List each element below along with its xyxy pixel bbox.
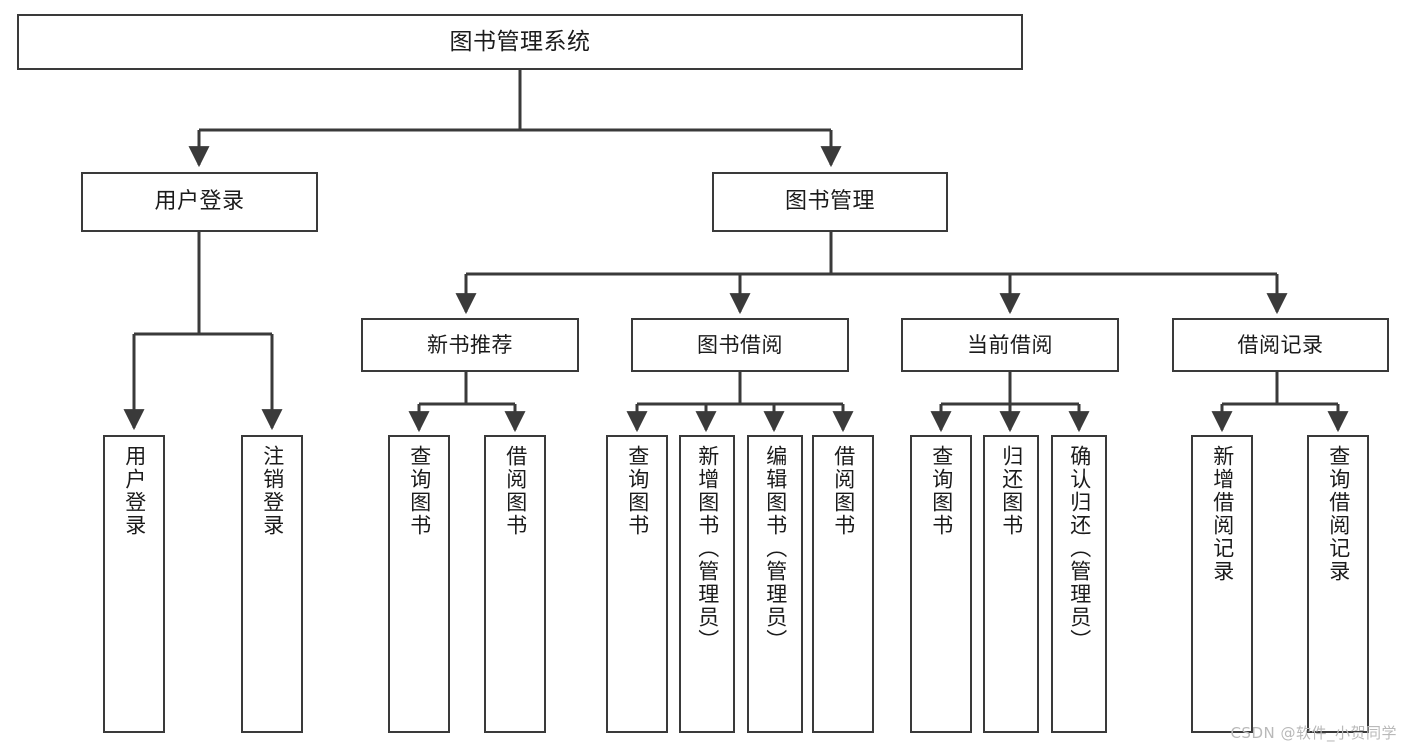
node-book-manage: 图书管理 bbox=[712, 172, 948, 232]
node-leaf-recommend-query-book: 查询图书 bbox=[388, 435, 450, 733]
node-leaf-borrow-query-book-label: 查询图书 bbox=[625, 445, 650, 537]
node-leaf-borrow-add-book-label: 新增图书（管理员） bbox=[695, 445, 720, 652]
node-leaf-user-login: 用户登录 bbox=[103, 435, 165, 733]
node-new-book-recommend-label: 新书推荐 bbox=[427, 332, 513, 357]
node-leaf-logout-label: 注销登录 bbox=[260, 445, 285, 537]
node-leaf-borrow-query-book: 查询图书 bbox=[606, 435, 668, 733]
node-leaf-borrow-add-book: 新增图书（管理员） bbox=[679, 435, 735, 733]
node-leaf-current-confirm-return-label: 确认归还（管理员） bbox=[1067, 445, 1092, 652]
node-leaf-recommend-borrow-book-label: 借阅图书 bbox=[503, 445, 528, 537]
node-user-login: 用户登录 bbox=[81, 172, 318, 232]
node-leaf-record-query: 查询借阅记录 bbox=[1307, 435, 1369, 733]
node-book-manage-label: 图书管理 bbox=[784, 189, 875, 215]
node-leaf-current-query-book-label: 查询图书 bbox=[929, 445, 954, 537]
node-current-borrow: 当前借阅 bbox=[901, 318, 1119, 372]
node-current-borrow-label: 当前借阅 bbox=[967, 332, 1053, 357]
node-leaf-current-return-book-label: 归还图书 bbox=[999, 445, 1024, 537]
node-leaf-borrow-edit-book-label: 编辑图书（管理员） bbox=[763, 445, 788, 652]
node-borrow-record: 借阅记录 bbox=[1172, 318, 1389, 372]
node-leaf-current-query-book: 查询图书 bbox=[910, 435, 972, 733]
node-leaf-borrow-edit-book: 编辑图书（管理员） bbox=[747, 435, 803, 733]
node-leaf-borrow-borrow-book-label: 借阅图书 bbox=[831, 445, 856, 537]
node-user-login-label: 用户登录 bbox=[154, 189, 245, 215]
node-borrow-record-label: 借阅记录 bbox=[1237, 332, 1324, 357]
node-root-system: 图书管理系统 bbox=[17, 14, 1023, 70]
node-leaf-recommend-query-book-label: 查询图书 bbox=[407, 445, 432, 537]
node-leaf-current-confirm-return: 确认归还（管理员） bbox=[1051, 435, 1107, 733]
csdn-watermark: CSDN @软件_小贺同学 bbox=[1230, 724, 1397, 742]
node-book-borrow: 图书借阅 bbox=[631, 318, 849, 372]
node-root-system-label: 图书管理系统 bbox=[449, 28, 591, 55]
node-leaf-logout: 注销登录 bbox=[241, 435, 303, 733]
node-leaf-recommend-borrow-book: 借阅图书 bbox=[484, 435, 546, 733]
node-leaf-borrow-borrow-book: 借阅图书 bbox=[812, 435, 874, 733]
node-leaf-record-add-label: 新增借阅记录 bbox=[1210, 445, 1235, 583]
node-leaf-record-query-label: 查询借阅记录 bbox=[1326, 445, 1351, 583]
node-leaf-user-login-label: 用户登录 bbox=[122, 445, 147, 537]
node-new-book-recommend: 新书推荐 bbox=[361, 318, 579, 372]
node-leaf-current-return-book: 归还图书 bbox=[983, 435, 1039, 733]
node-leaf-record-add: 新增借阅记录 bbox=[1191, 435, 1253, 733]
node-book-borrow-label: 图书借阅 bbox=[697, 332, 783, 357]
